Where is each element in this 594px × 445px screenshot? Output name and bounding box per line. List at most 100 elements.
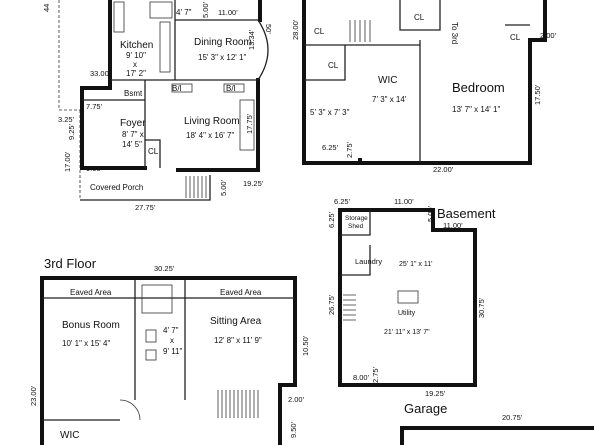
closet-label-a: CL <box>314 27 325 36</box>
garage-plan: Garage 20.75' <box>400 401 594 445</box>
floor2-stairs <box>349 20 371 42</box>
utility-size: 21' 11" x 13' 7" <box>384 329 430 336</box>
garage-title: Garage <box>404 401 447 416</box>
sitting-label: Sitting Area <box>210 316 262 327</box>
toilet <box>145 329 157 343</box>
dim-b-625: 6.25' <box>334 197 351 206</box>
kitchen-size2: 17' 2" <box>126 69 146 78</box>
dim-f2-right-200: 2.00' <box>540 31 557 40</box>
half-bath <box>149 1 173 19</box>
dim-b-800: 8.00' <box>353 373 370 382</box>
dim-right-diag: 50' <box>264 24 273 34</box>
basement-plan: Basement Storage Shed Laundry 25' 1" x 1… <box>327 197 496 398</box>
to-third-label: To 3rd <box>450 22 459 44</box>
floor-2-plan: CL CL CL CL To 3rd WIC 7' 3" x 14' 5' 3"… <box>291 0 557 174</box>
floor-1-plan: 44 11.00' 50' 33.00' 7.75' 3.25' 9.25' 1… <box>42 0 273 212</box>
sink <box>145 349 157 361</box>
door-swing <box>119 399 141 421</box>
porch-label: Covered Porch <box>90 183 143 192</box>
dim-b-2675: 26.75' <box>327 294 336 315</box>
garage-exterior <box>400 426 594 445</box>
dim-porch-right: 19.25' <box>243 179 264 188</box>
dim-bsmt-left: 7.75' <box>86 102 103 111</box>
dim-b-625v: 6.25' <box>327 211 336 228</box>
utility-box <box>397 290 419 304</box>
kitchen-label: Kitchen <box>120 40 153 51</box>
floor3-stairs <box>217 390 259 418</box>
dim-f2-right-1750: 17.50' <box>533 84 542 105</box>
eaved-label-2: Eaved Area <box>220 288 262 297</box>
bathtub <box>141 284 173 314</box>
floor2-exterior-right <box>358 0 547 165</box>
floor1-dim-line-left <box>58 0 80 111</box>
porch-steps <box>185 176 207 198</box>
dim-top-mid: 11.00' <box>218 8 238 17</box>
dim-door-500a: 5.00' <box>201 1 210 18</box>
bonus-size: 10' 1" x 15' 4" <box>62 339 110 348</box>
wic-size: 7' 3" x 14' <box>372 95 407 104</box>
bath3-size2: 9' 11" <box>163 347 183 356</box>
closet-b-wall <box>399 0 441 31</box>
dim-garage: 20.75' <box>502 413 523 422</box>
dim-side-1700: 17.00' <box>63 151 72 172</box>
built-in-label-1: B/I <box>172 84 182 93</box>
dim-f3-left-2300: 23.00' <box>29 385 38 406</box>
foyer-size2: 14' 5" <box>122 140 142 149</box>
eaved-label-1: Eaved Area <box>70 288 112 297</box>
kitchen-counter-left <box>113 1 125 33</box>
dim-f3-top: 30.25' <box>154 264 175 273</box>
dim-right-1334: 13.34' <box>247 29 256 50</box>
built-in-1 <box>171 83 193 93</box>
closet-label-b: CL <box>328 61 339 70</box>
floor1-exterior-left <box>80 0 112 170</box>
living-size: 18' 4" x 16' 7" <box>186 131 234 140</box>
laundry-wall <box>340 245 371 276</box>
floor2-exterior-left <box>302 0 362 165</box>
kitchen-counter-right <box>159 21 171 73</box>
kitchen-size1: 9' 10" <box>126 51 146 60</box>
dim-porch-bottom: 27.75' <box>135 203 156 212</box>
shed-label: Shed <box>348 223 364 230</box>
basement-big-size: 25' 1" x 11' <box>399 261 432 268</box>
laundry-label: Laundry <box>355 257 382 266</box>
dim-f3-right-200: 2.00' <box>288 395 305 404</box>
storage-label: Storage <box>345 215 368 222</box>
dim-f2-left: 28.00' <box>291 19 300 40</box>
fireplace <box>239 99 255 151</box>
bath3-x: x <box>170 336 174 345</box>
dim-left-mid: 33.00' <box>90 69 111 78</box>
floor1-exterior-right <box>198 78 260 172</box>
foyer-size1: 8' 7" x <box>122 130 144 139</box>
dim-side-925: 9.25' <box>67 123 76 140</box>
dim-bottom-900: 9.00' <box>86 164 103 173</box>
floor-3-plan: 3rd Floor 30.25' Eaved Area Eaved Area B… <box>29 256 310 445</box>
closet-wall <box>145 139 161 168</box>
kitchen-x: x <box>133 60 137 69</box>
bedroom-label: Bedroom <box>452 80 505 95</box>
dim-f2-bottom-275: 2.75' <box>345 141 354 158</box>
dim-b-500: 5.00' <box>426 205 435 222</box>
basement-stairs <box>343 294 356 321</box>
built-in-label-2: B/I <box>226 84 236 93</box>
foyer-label: Foyer <box>120 118 146 129</box>
dim-f3-right-950: 9.50' <box>289 421 298 438</box>
dim-b-3075: 30.75' <box>477 297 486 318</box>
storage-shed-wall <box>340 210 371 236</box>
living-label: Living Room <box>184 116 240 127</box>
built-in-2 <box>223 83 245 93</box>
closet-label-d: CL <box>510 33 521 42</box>
dim-b-1925: 19.25' <box>425 389 446 398</box>
bsmt-label: Bsmt <box>124 89 143 98</box>
closet-label: CL <box>148 147 159 156</box>
basement-exterior <box>338 208 477 387</box>
third-floor-title: 3rd Floor <box>44 256 97 271</box>
closet-a-wall <box>304 45 346 81</box>
utility-label: Utility <box>398 310 416 317</box>
dim-side-325: 3.25' <box>58 115 75 124</box>
dim-b-1100b: 11.00' <box>443 221 463 230</box>
basement-title: Basement <box>437 206 496 221</box>
dining-size: 15' 3" x 12' 1" <box>198 53 246 62</box>
small-room-size: 5' 3" x 7' 3" <box>310 108 350 117</box>
dim-f2-bottom-2200: 22.00' <box>433 165 454 174</box>
bedroom-size: 13' 7" x 14' 1" <box>452 105 500 114</box>
